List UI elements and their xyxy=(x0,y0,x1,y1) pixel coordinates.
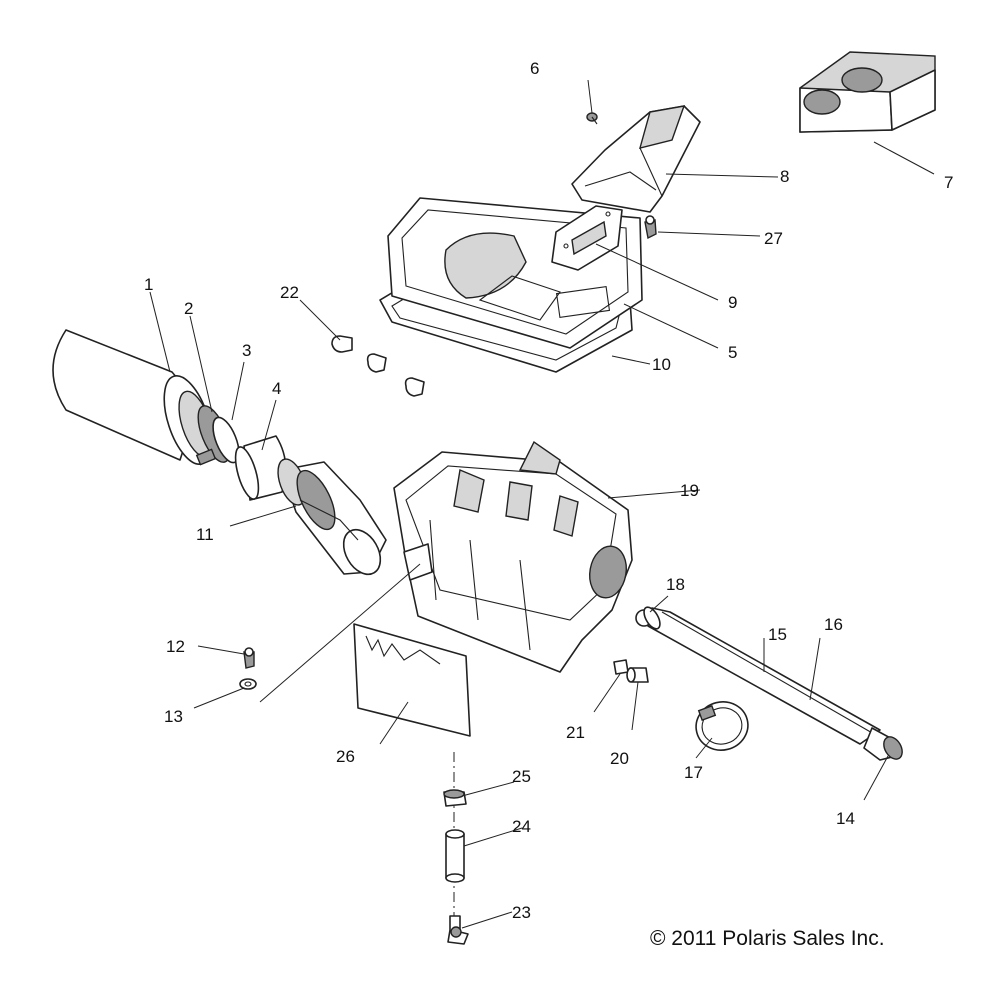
callout-24: 24 xyxy=(512,817,531,836)
callout-21: 21 xyxy=(566,723,585,742)
copyright-notice: © 2011 Polaris Sales Inc. xyxy=(650,927,885,950)
callout-18: 18 xyxy=(666,575,685,594)
callout-26: 26 xyxy=(336,747,355,766)
part-12-bolt xyxy=(243,647,255,669)
part-6-screw xyxy=(586,112,598,125)
part-8-intake-duct xyxy=(571,105,701,213)
callout-12: 12 xyxy=(166,637,185,656)
callout-27: 27 xyxy=(764,229,783,248)
part-23-drain-valve xyxy=(447,915,469,945)
part-11-throttle-boot xyxy=(277,458,387,576)
callout-11: 11 xyxy=(196,525,214,544)
part-22-clips xyxy=(331,335,425,397)
callout-16: 16 xyxy=(824,615,843,634)
part-4-coupler xyxy=(234,435,287,501)
part-27-fastener xyxy=(644,215,657,240)
part-2-3-filter-clamp xyxy=(195,405,240,466)
callout-22: 22 xyxy=(280,283,299,302)
part-17-hose-clamp xyxy=(695,701,749,751)
leader-lines xyxy=(149,79,935,929)
callout-8: 8 xyxy=(780,167,789,186)
callout-20: 20 xyxy=(610,749,629,768)
part-20-cap xyxy=(626,667,649,683)
part-9-lid-plate xyxy=(551,205,623,271)
part-14-end-fitting xyxy=(863,727,903,761)
callout-2: 2 xyxy=(184,299,193,318)
part-15-16-drain-tube xyxy=(643,606,881,745)
part-25-clamp xyxy=(443,789,467,807)
callout-6: 6 xyxy=(530,59,539,78)
part-1-air-filter xyxy=(52,329,214,465)
callout-labels: 1 2 3 4 5 6 7 8 9 10 11 12 13 14 15 16 1… xyxy=(144,59,953,922)
callout-9: 9 xyxy=(728,293,737,312)
callout-4: 4 xyxy=(272,379,281,398)
callout-1: 1 xyxy=(144,275,153,294)
part-24-drain-hose xyxy=(445,829,465,883)
callout-25: 25 xyxy=(512,767,531,786)
callout-17: 17 xyxy=(684,763,703,782)
callout-5: 5 xyxy=(728,343,737,362)
part-7-foam-block xyxy=(799,51,936,133)
part-26-filter-sheet xyxy=(353,623,471,737)
part-19-airbox xyxy=(393,440,633,673)
callout-15: 15 xyxy=(768,625,787,644)
callout-13: 13 xyxy=(164,707,183,726)
callout-7: 7 xyxy=(944,173,953,192)
callout-3: 3 xyxy=(242,341,251,360)
callout-19: 19 xyxy=(680,481,699,500)
callout-23: 23 xyxy=(512,903,531,922)
part-13-washer xyxy=(239,678,257,690)
part-21-fitting xyxy=(613,659,629,675)
callout-10: 10 xyxy=(652,355,671,374)
callout-14: 14 xyxy=(836,809,855,828)
